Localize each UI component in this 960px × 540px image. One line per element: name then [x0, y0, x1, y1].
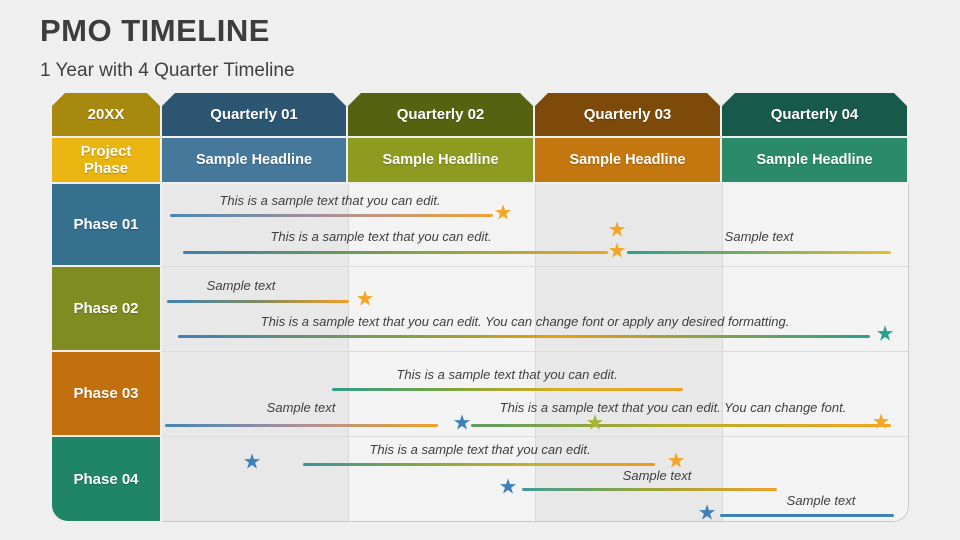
- milestone-star[interactable]: ★: [493, 201, 513, 225]
- year-header-cell[interactable]: 20XX: [52, 93, 160, 136]
- project-phase-label: Project Phase: [80, 142, 132, 177]
- timeline-bar-p2[interactable]: [178, 335, 870, 338]
- headline-label: Sample Headline: [195, 151, 313, 168]
- timeline-bar-p3[interactable]: [165, 424, 438, 427]
- headline-label: Sample Headline: [382, 151, 499, 168]
- quarter-label: Quarterly 03: [583, 105, 672, 123]
- row-divider-2: [162, 351, 908, 352]
- timeline-label: Sample text: [724, 229, 794, 244]
- quarter-headline-3[interactable]: Sample Headline: [535, 138, 720, 182]
- phase-label: Phase 01: [73, 216, 139, 233]
- column-divider-1: [348, 184, 349, 521]
- timeline-label: This is a sample text that you can edit.: [270, 229, 492, 244]
- timeline-bar-p4[interactable]: [522, 488, 777, 491]
- headline-label: Sample Headline: [756, 151, 873, 168]
- timeline-bar-p3[interactable]: [471, 424, 891, 427]
- quarter-header-1[interactable]: Quarterly 01: [162, 93, 346, 136]
- milestone-star[interactable]: ★: [355, 287, 375, 311]
- milestone-star[interactable]: ★: [498, 475, 518, 499]
- milestone-star[interactable]: ★: [607, 239, 627, 263]
- quarter-label: Quarterly 01: [210, 105, 298, 123]
- timeline-label: This is a sample text that you can edit.: [369, 442, 591, 457]
- timeline-bar-p1[interactable]: [183, 251, 608, 254]
- timeline-label: This is a sample text that you can edit.: [219, 193, 441, 208]
- page-subtitle: 1 Year with 4 Quarter Timeline: [40, 60, 295, 81]
- milestone-star[interactable]: ★: [242, 450, 262, 474]
- phase-cell-1[interactable]: Phase 01: [52, 184, 160, 265]
- phase-cell-3[interactable]: Phase 03: [52, 352, 160, 435]
- column-divider-3: [722, 184, 723, 521]
- timeline-label: Sample text: [622, 468, 692, 483]
- timeline-label: This is a sample text that you can edit.…: [499, 400, 847, 415]
- timeline-bar-p4[interactable]: [720, 514, 894, 517]
- column-divider-2: [535, 184, 536, 521]
- row-divider-1: [162, 266, 908, 267]
- phase-cell-4[interactable]: Phase 04: [52, 437, 160, 521]
- quarter-headline-2[interactable]: Sample Headline: [348, 138, 533, 182]
- phase-label: Phase 03: [73, 385, 139, 402]
- quarter-header-2[interactable]: Quarterly 02: [348, 93, 533, 136]
- quarter-label: Quarterly 04: [770, 105, 859, 123]
- project-phase-header-cell[interactable]: Project Phase: [52, 138, 160, 182]
- headline-label: Sample Headline: [569, 151, 686, 168]
- page-title: PMO TIMELINE: [40, 13, 270, 48]
- quarter-header-4[interactable]: Quarterly 04: [722, 93, 907, 136]
- timeline-bar-p4[interactable]: [303, 463, 655, 466]
- timeline-label: Sample text: [786, 493, 856, 508]
- phase-label: Phase 04: [73, 470, 139, 488]
- milestone-star[interactable]: ★: [871, 410, 891, 434]
- milestone-star[interactable]: ★: [585, 411, 605, 435]
- phase-cell-2[interactable]: Phase 02: [52, 267, 160, 350]
- timeline-bar-p2[interactable]: [167, 300, 349, 303]
- phase-label: Phase 02: [73, 300, 139, 317]
- milestone-star[interactable]: ★: [607, 218, 627, 242]
- timeline-label: This is a sample text that you can edit.: [396, 367, 618, 382]
- milestone-star[interactable]: ★: [697, 501, 717, 525]
- quarter-label: Quarterly 02: [396, 105, 485, 123]
- quarter-headline-1[interactable]: Sample Headline: [162, 138, 346, 182]
- milestone-star[interactable]: ★: [666, 449, 686, 473]
- year-label: 20XX: [87, 105, 125, 123]
- timeline-bar-p1[interactable]: [170, 214, 493, 217]
- quarter-headline-4[interactable]: Sample Headline: [722, 138, 907, 182]
- timeline-label: Sample text: [266, 400, 336, 415]
- row-divider-3: [162, 436, 908, 437]
- timeline-label: This is a sample text that you can edit.…: [260, 314, 790, 329]
- timeline-label: Sample text: [206, 278, 276, 293]
- timeline-bar-p1[interactable]: [627, 251, 891, 254]
- quarter-header-3[interactable]: Quarterly 03: [535, 93, 720, 136]
- milestone-star[interactable]: ★: [875, 322, 895, 346]
- timeline-bar-p3[interactable]: [332, 388, 683, 391]
- milestone-star[interactable]: ★: [452, 411, 472, 435]
- quarter-column-stripe-4: [722, 184, 908, 521]
